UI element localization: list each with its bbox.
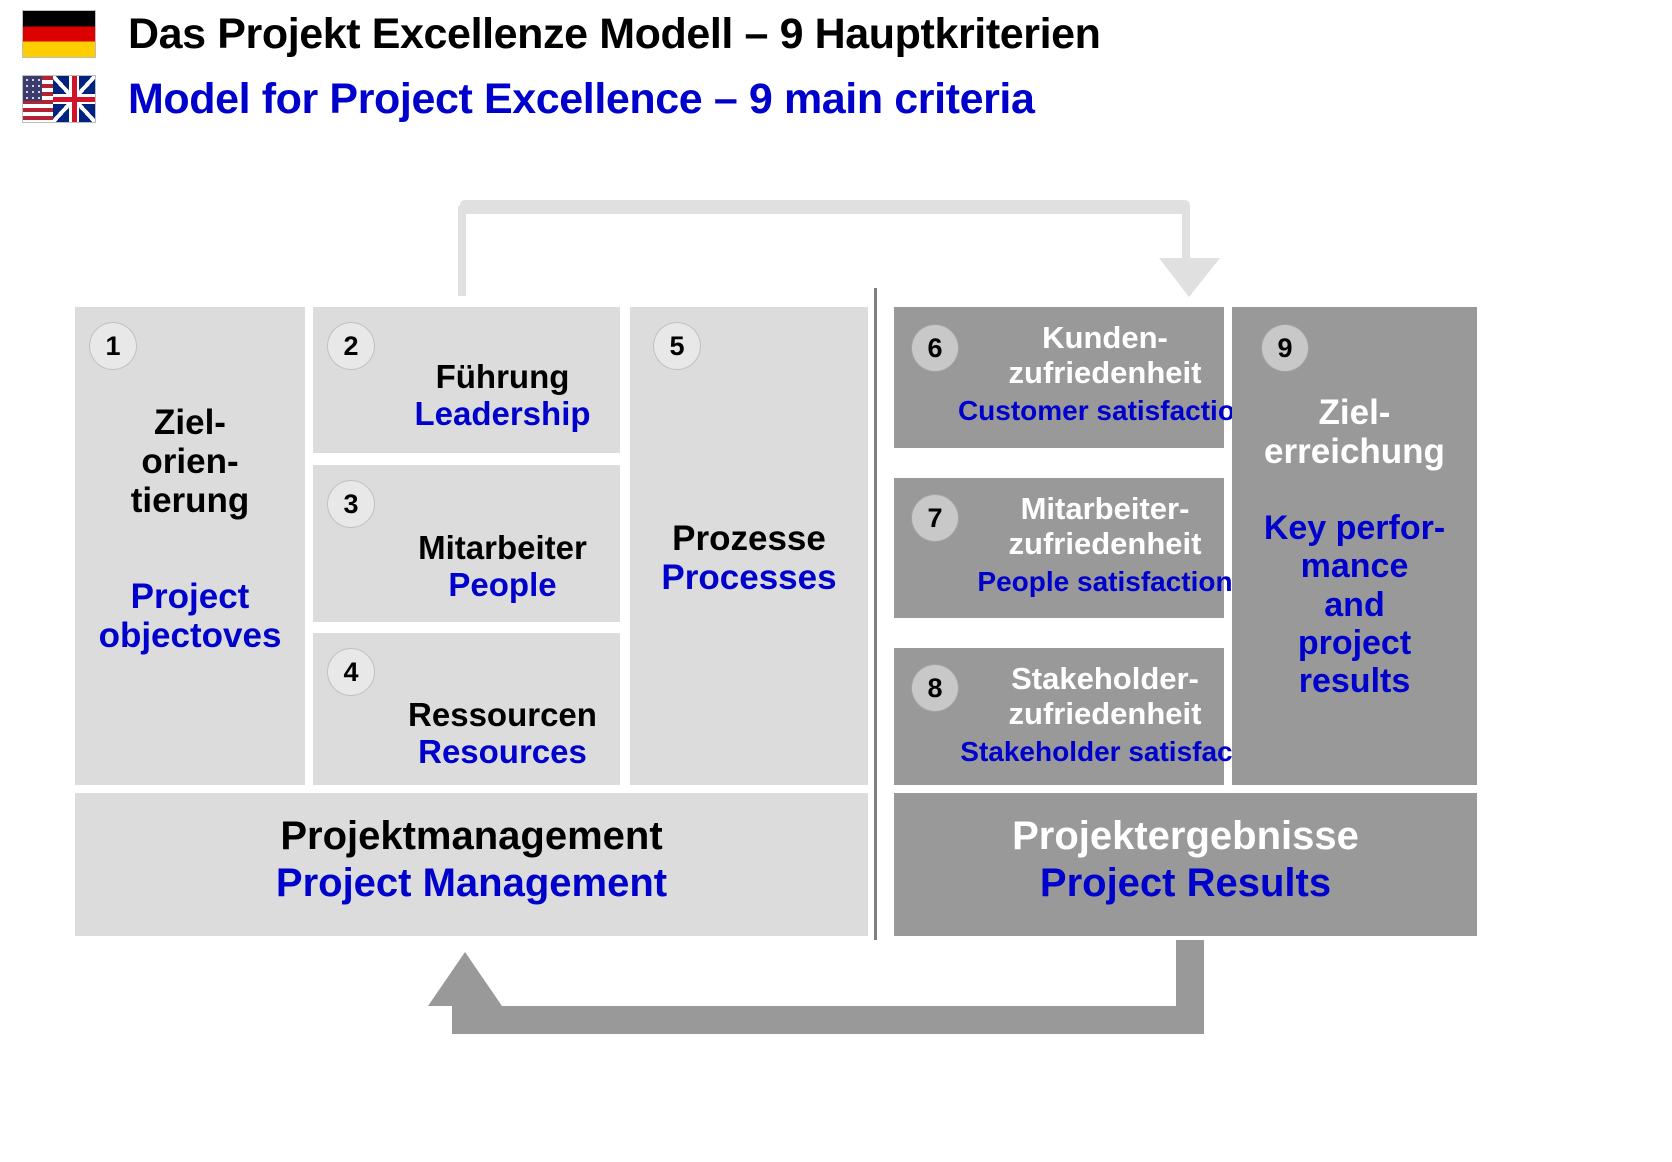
criterion-8-label-german: Stakeholder-zufriedenheit bbox=[1008, 661, 1202, 731]
criterion-4-label-german: Ressourcen bbox=[408, 696, 597, 733]
project-management-label-english: Project Management bbox=[275, 861, 668, 905]
criterion-8-label-english: Stakeholder satisfact. bbox=[960, 736, 1250, 768]
criterion-9-label-german: Ziel-erreichung bbox=[1264, 393, 1445, 472]
title-row-english: Model for Project Excellence – 9 main cr… bbox=[22, 74, 1035, 123]
criterion-box-8-stakeholder-satisfaction[interactable]: 8 Stakeholder-zufriedenheit Stakeholder … bbox=[894, 648, 1250, 785]
project-results-label-english: Project Results bbox=[1039, 861, 1332, 905]
criterion-3-text: Mitarbeiter People bbox=[313, 529, 656, 604]
criterion-6-label-english: Customer satisfaction bbox=[957, 395, 1253, 427]
criterion-number-badge-2: 2 bbox=[328, 323, 374, 369]
criterion-number-badge-6: 6 bbox=[912, 325, 958, 371]
page-header: Das Projekt Excellenze Modell – 9 Hauptk… bbox=[0, 0, 1672, 145]
criterion-2-text: Führung Leadership bbox=[313, 358, 656, 433]
criterion-number-badge-8: 8 bbox=[912, 665, 958, 711]
criterion-3-label-english: People bbox=[448, 565, 557, 603]
criterion-number-badge-7: 7 bbox=[912, 495, 958, 541]
criterion-number-badge-5: 5 bbox=[654, 323, 700, 369]
criterion-box-2-leadership[interactable]: 2 Führung Leadership bbox=[313, 307, 620, 453]
criterion-8-text: Stakeholder-zufriedenheit Stakeholder sa… bbox=[894, 661, 1270, 768]
criterion-number-badge-1: 1 bbox=[90, 323, 136, 369]
project-management-text: Projektmanagement Project Management bbox=[75, 793, 868, 905]
criterion-5-label-german: Prozesse bbox=[672, 519, 826, 558]
criterion-5-label-english: Processes bbox=[661, 558, 837, 598]
title-row-german: Das Projekt Excellenze Modell – 9 Hauptk… bbox=[22, 10, 1101, 58]
criterion-3-label-german: Mitarbeiter bbox=[418, 529, 587, 566]
section-bar-project-management[interactable]: Projektmanagement Project Management bbox=[75, 793, 868, 936]
criterion-box-7-people-satisfaction[interactable]: 7 Mitarbeiter-zufriedenheit People satis… bbox=[894, 478, 1233, 618]
criterion-number-badge-9: 9 bbox=[1262, 325, 1308, 371]
german-flag-icon bbox=[22, 10, 96, 58]
project-management-label-german: Projektmanagement bbox=[280, 814, 663, 858]
project-results-text: Projektergebnisse Project Results bbox=[894, 793, 1477, 905]
criterion-box-3-people[interactable]: 3 Mitarbeiter People bbox=[313, 465, 620, 622]
criterion-number-badge-4: 4 bbox=[328, 649, 374, 695]
criterion-number-badge-3: 3 bbox=[328, 481, 374, 527]
criterion-1-label-german: Ziel-orien-tierung bbox=[130, 403, 250, 521]
criterion-7-text: Mitarbeiter-zufriedenheit People satisfa… bbox=[894, 491, 1270, 598]
uk-flag-cross-red bbox=[53, 76, 95, 122]
criterion-box-4-resources[interactable]: 4 Ressourcen Resources bbox=[313, 633, 620, 785]
section-bar-project-results[interactable]: Projektergebnisse Project Results bbox=[894, 793, 1477, 936]
criterion-5-text: Prozesse Processes bbox=[630, 519, 868, 597]
criterion-7-label-german: Mitarbeiter-zufriedenheit bbox=[1008, 491, 1202, 561]
criterion-box-5-processes[interactable]: 5 Prozesse Processes bbox=[630, 307, 868, 785]
criterion-4-label-english: Resources bbox=[418, 732, 587, 770]
project-results-label-german: Projektergebnisse bbox=[1012, 814, 1359, 858]
page-title-german: Das Projekt Excellenze Modell – 9 Hauptk… bbox=[128, 9, 1101, 58]
page-title-english: Model for Project Excellence – 9 main cr… bbox=[128, 74, 1035, 123]
enablers-results-divider bbox=[874, 288, 877, 940]
criterion-4-text: Ressourcen Resources bbox=[313, 696, 656, 771]
criterion-2-label-english: Leadership bbox=[414, 394, 591, 432]
us-uk-flag-icon bbox=[22, 75, 96, 123]
criterion-6-text: Kunden-zufriedenheit Customer satisfacti… bbox=[894, 320, 1270, 427]
criterion-6-label-german: Kunden-zufriedenheit bbox=[1008, 320, 1202, 390]
criterion-7-label-english: People satisfaction bbox=[977, 566, 1233, 598]
criterion-2-label-german: Führung bbox=[435, 358, 570, 395]
us-flag-stars bbox=[24, 77, 43, 102]
criterion-box-6-customer-satisfaction[interactable]: 6 Kunden-zufriedenheit Customer satisfac… bbox=[894, 307, 1252, 448]
